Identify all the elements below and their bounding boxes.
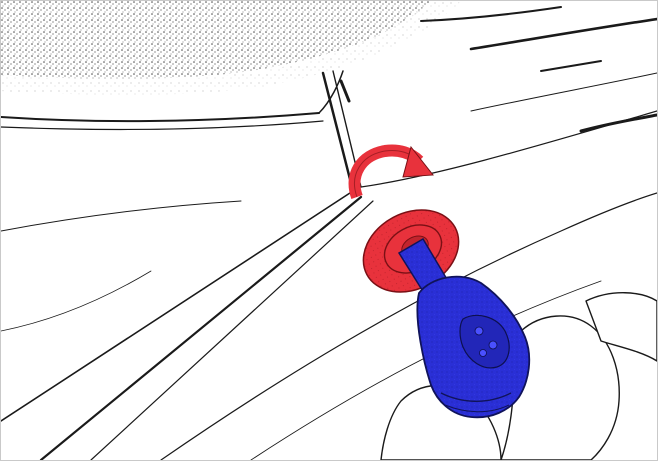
counterclockwise-rotate-arrow-icon [355, 147, 433, 197]
background-shadow [1, 1, 461, 95]
